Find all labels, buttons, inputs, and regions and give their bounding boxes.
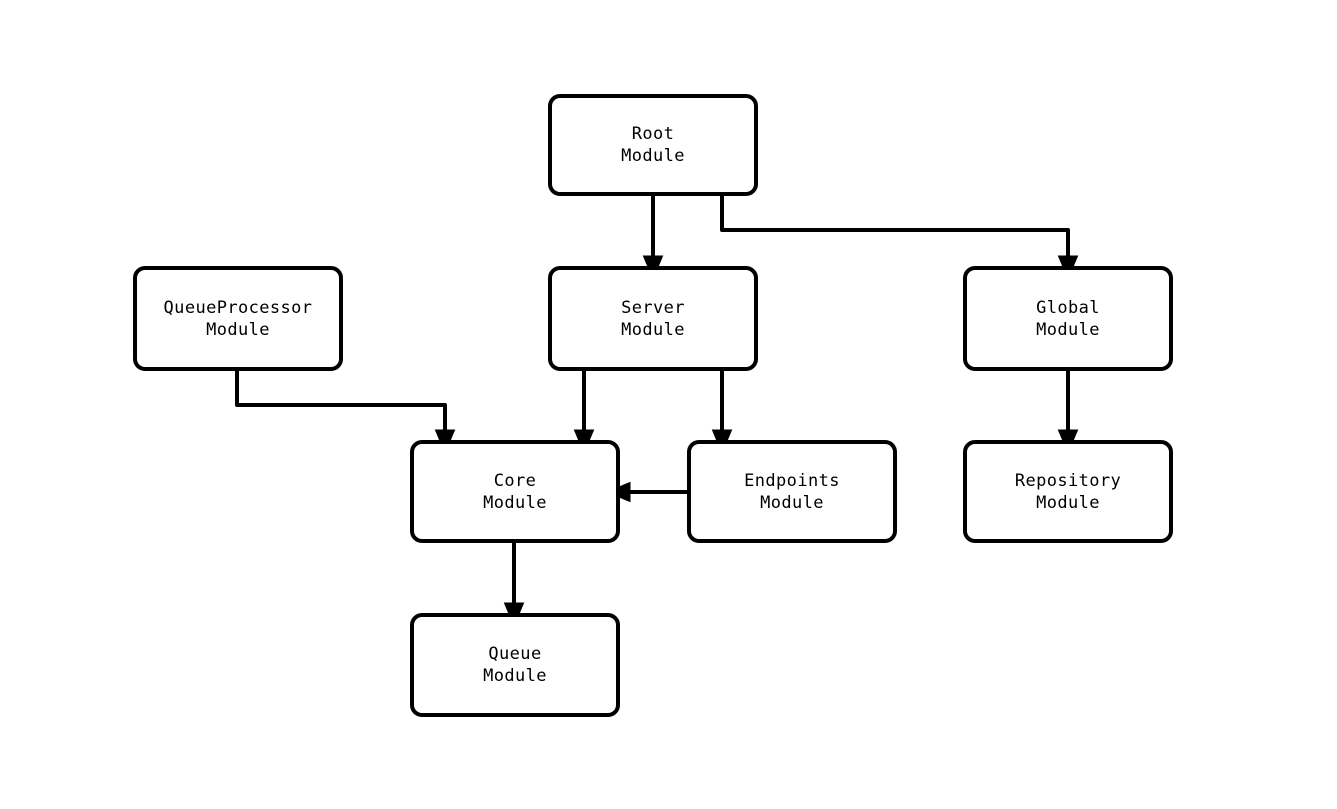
node-endpoints-module-line1: Endpoints [744,470,840,491]
node-global-module-line2: Module [1036,319,1100,340]
node-repository-module[interactable]: Repository Module [963,440,1173,543]
node-repository-module-line1: Repository [1014,470,1122,491]
node-endpoints-module[interactable]: Endpoints Module [687,440,897,543]
node-queueprocessor-module-line2: Module [206,319,270,340]
node-root-module-line1: Root [631,124,675,144]
node-queue-module[interactable]: Queue Module [410,613,620,717]
node-core-module[interactable]: Core Module [410,440,620,543]
node-server-module-line2: Module [621,319,685,340]
node-server-module[interactable]: Server Module [548,266,758,371]
node-root-module-line2: Module [621,146,685,166]
edge-root-to-global [720,196,1079,281]
node-global-module[interactable]: Global Module [963,266,1173,371]
node-server-module-line1: Server [621,297,685,318]
node-queue-module-line2: Module [483,666,547,686]
node-queue-module-line1: Queue [488,644,542,664]
node-core-module-line2: Module [483,492,547,513]
node-repository-module-line2: Module [1036,492,1100,513]
node-root-module[interactable]: Root Module [548,94,758,196]
node-global-module-line1: Global [1036,297,1100,318]
node-endpoints-module-line2: Module [760,492,824,513]
node-queueprocessor-module-line1: QueueProcessor [163,297,313,318]
edge-queueprocessor-to-core [235,371,456,455]
node-queueprocessor-module[interactable]: QueueProcessor Module [133,266,343,371]
node-core-module-line1: Core [493,470,537,491]
